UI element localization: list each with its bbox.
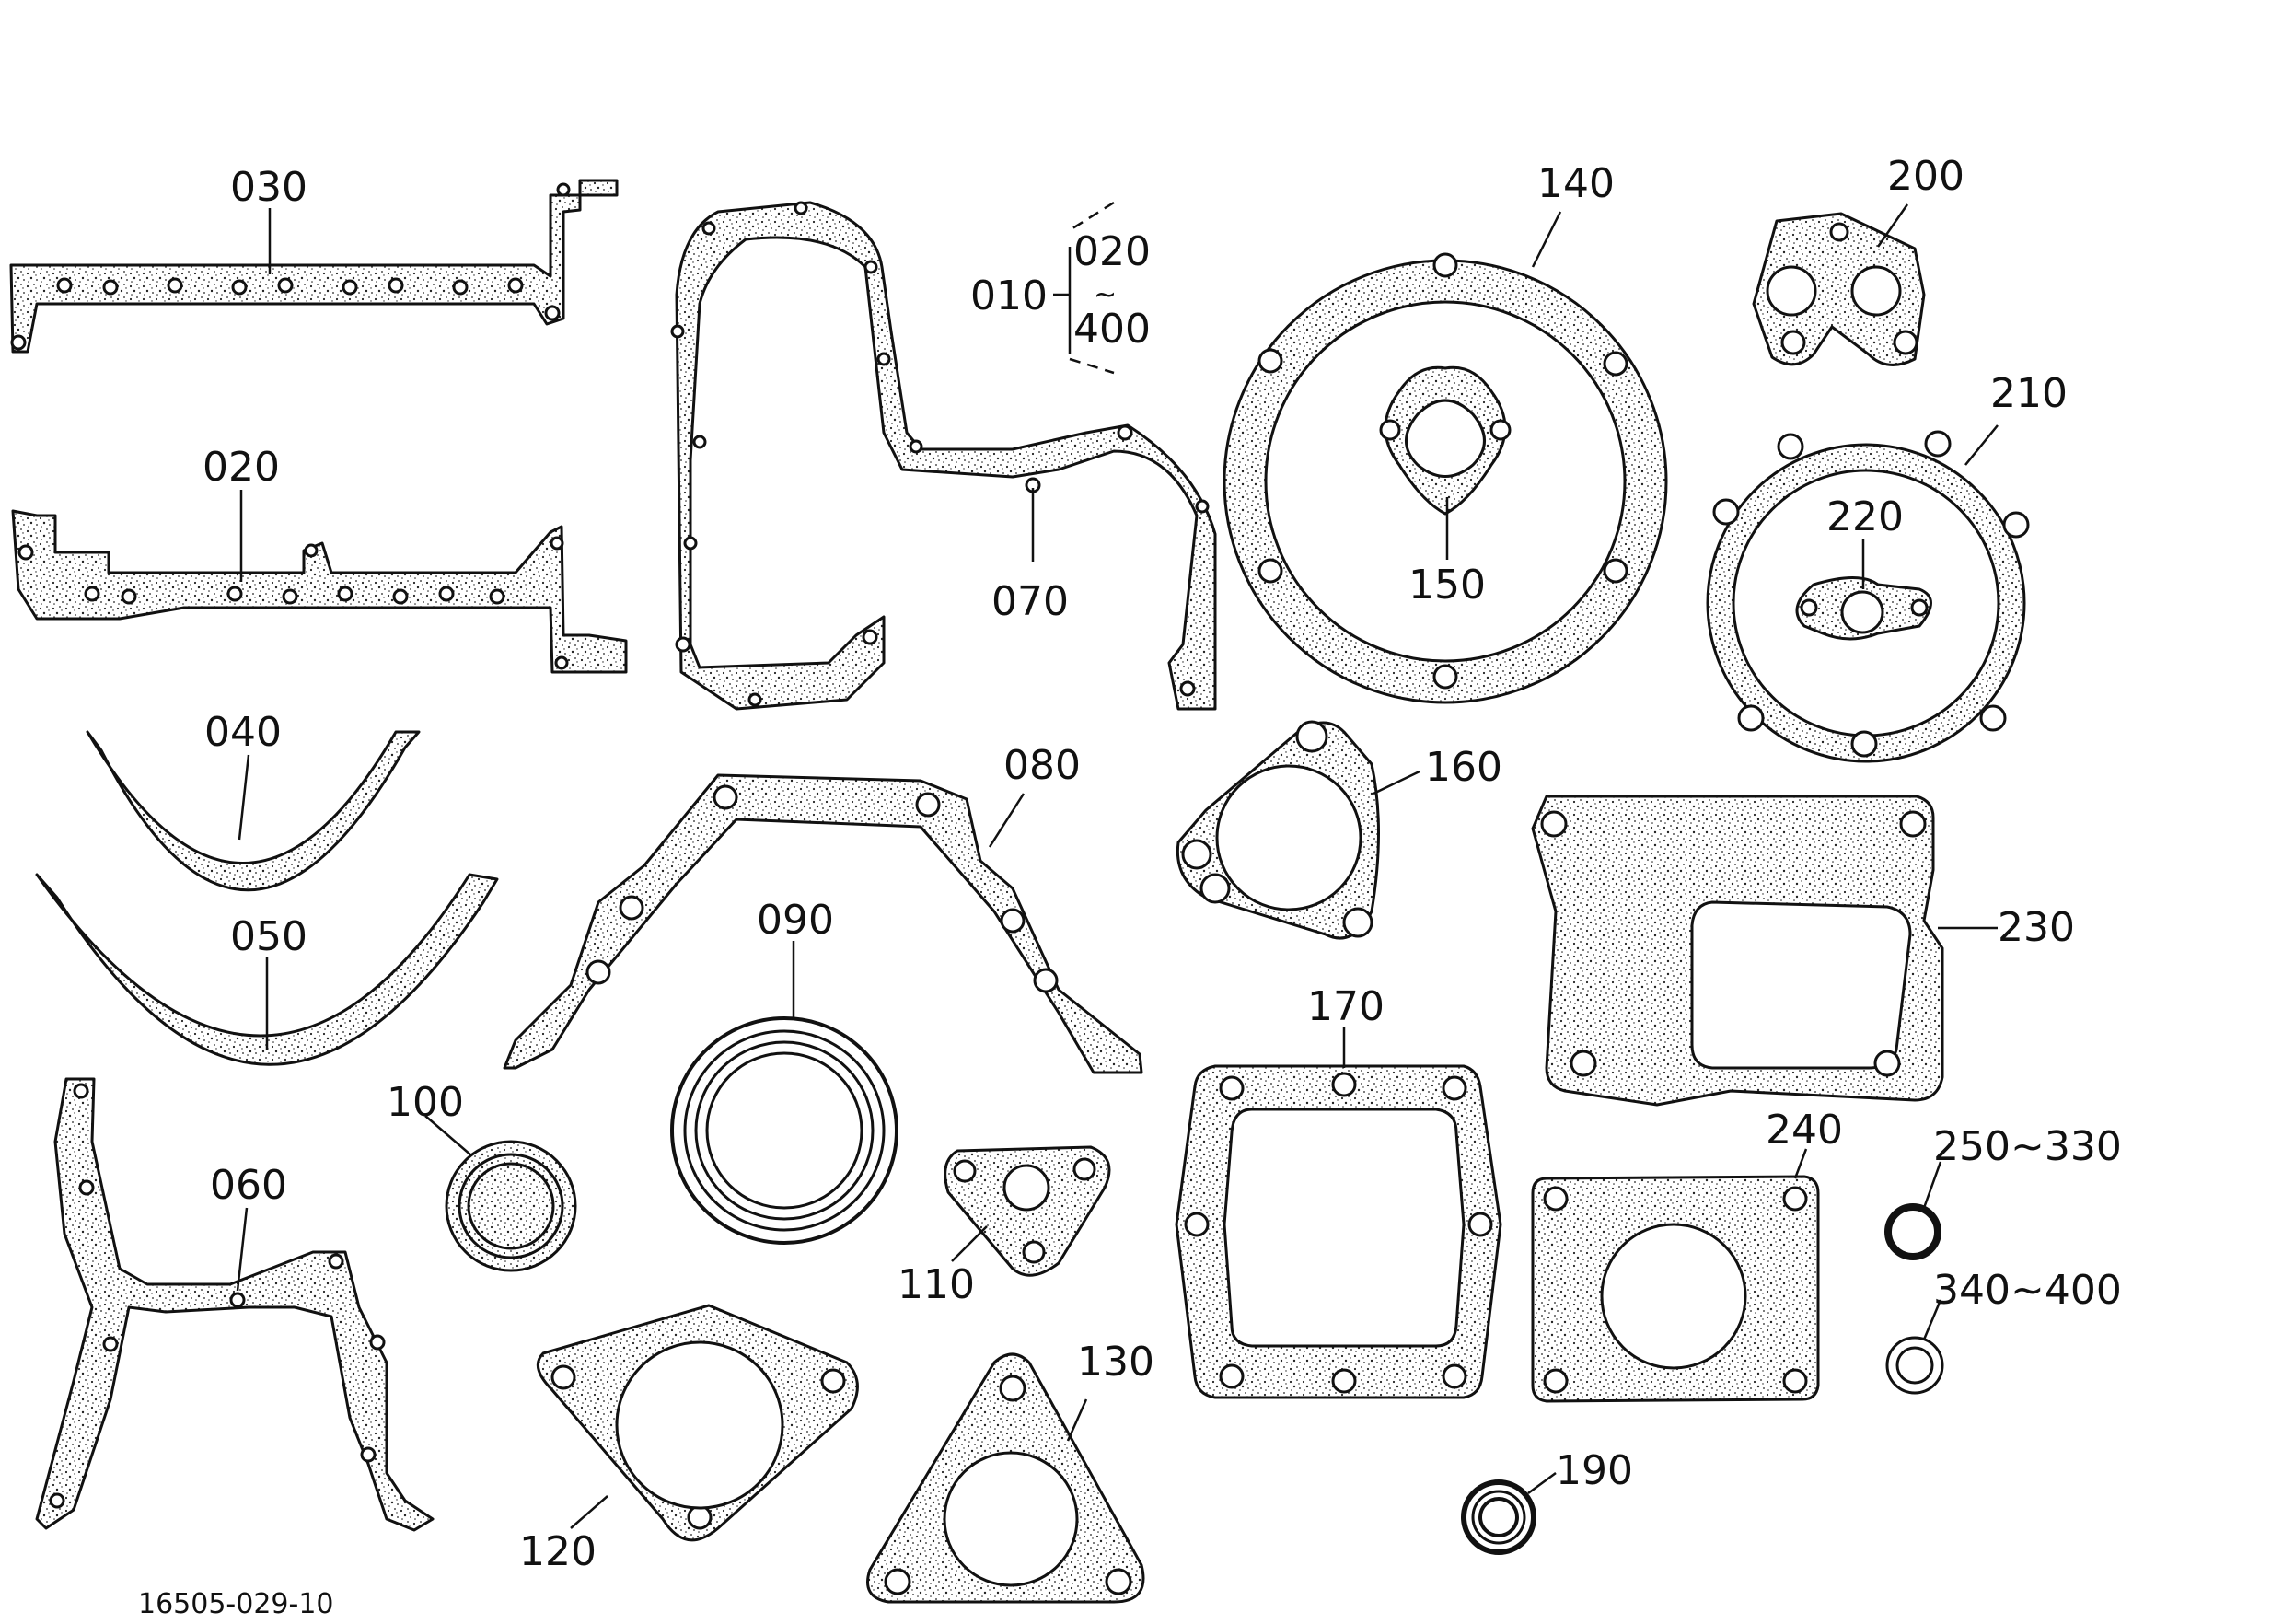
callout-020-range-start: 020: [1073, 228, 1151, 275]
callout-210: 210: [1990, 370, 2068, 417]
callout-030: 030: [230, 164, 307, 211]
callout-110: 110: [898, 1261, 975, 1308]
gasket-220[interactable]: 220: [1795, 493, 1932, 641]
gasket-030[interactable]: 030: [9, 164, 619, 354]
callout-200: 200: [1887, 153, 1964, 200]
callout-190: 190: [1556, 1447, 1633, 1494]
gasket-230[interactable]: 230: [1531, 795, 2075, 1107]
washer-340-400[interactable]: 340~400: [1885, 1267, 2122, 1395]
gasket-120[interactable]: 120: [519, 1304, 859, 1575]
callout-150: 150: [1408, 562, 1486, 609]
callout-230: 230: [1998, 904, 2075, 951]
gasket-160[interactable]: 160: [1176, 720, 1502, 940]
oil-seal-090[interactable]: 090: [670, 897, 898, 1245]
gasket-060[interactable]: 060: [35, 1077, 435, 1532]
gasket-070[interactable]: 070: [670, 201, 1217, 711]
callout-240: 240: [1766, 1107, 1843, 1154]
gasket-170[interactable]: 170: [1175, 983, 1502, 1399]
callout-250-330: 250~330: [1933, 1123, 2122, 1170]
callout-140: 140: [1537, 160, 1615, 207]
callout-060: 060: [210, 1162, 287, 1209]
oil-seal-100[interactable]: 100: [387, 1079, 577, 1272]
callout-170: 170: [1307, 983, 1385, 1030]
callout-070: 070: [991, 578, 1069, 625]
gasket-020[interactable]: 020: [11, 444, 628, 674]
gasket-130[interactable]: 130: [866, 1339, 1154, 1604]
callout-020: 020: [203, 444, 280, 491]
callout-080: 080: [1003, 742, 1081, 789]
callout-220: 220: [1826, 493, 1904, 540]
gasket-110[interactable]: 110: [898, 1145, 1111, 1308]
callout-130: 130: [1077, 1339, 1154, 1386]
gasket-210[interactable]: 210: [1706, 370, 2068, 763]
drawing-number: 16505-029-10: [138, 1588, 334, 1620]
callout-040: 040: [204, 709, 282, 756]
callout-340-400: 340~400: [1933, 1267, 2122, 1314]
gasket-240[interactable]: 240: [1531, 1107, 1843, 1403]
range-tilde: ~: [1094, 279, 1117, 311]
o-ring-250-330[interactable]: 250~330: [1884, 1123, 2122, 1260]
gasket-050-large-half[interactable]: 050: [35, 873, 499, 1066]
callout-050: 050: [230, 913, 307, 960]
callout-010: 010: [970, 273, 1048, 319]
callout-120: 120: [519, 1528, 597, 1575]
callout-100: 100: [387, 1079, 464, 1126]
callout-400-range-end: 400: [1073, 306, 1151, 353]
callout-090: 090: [757, 897, 834, 944]
callout-160: 160: [1425, 744, 1502, 791]
gasket-080[interactable]: 080: [503, 742, 1143, 1074]
seal-190[interactable]: 190: [1461, 1447, 1633, 1555]
kit-callout-010: 010 020 ~ 400: [970, 201, 1151, 375]
gasket-200[interactable]: 200: [1752, 153, 1964, 366]
gasket-040-thrust-half[interactable]: 040: [86, 709, 421, 892]
gasket-150[interactable]: 150: [1379, 365, 1512, 609]
